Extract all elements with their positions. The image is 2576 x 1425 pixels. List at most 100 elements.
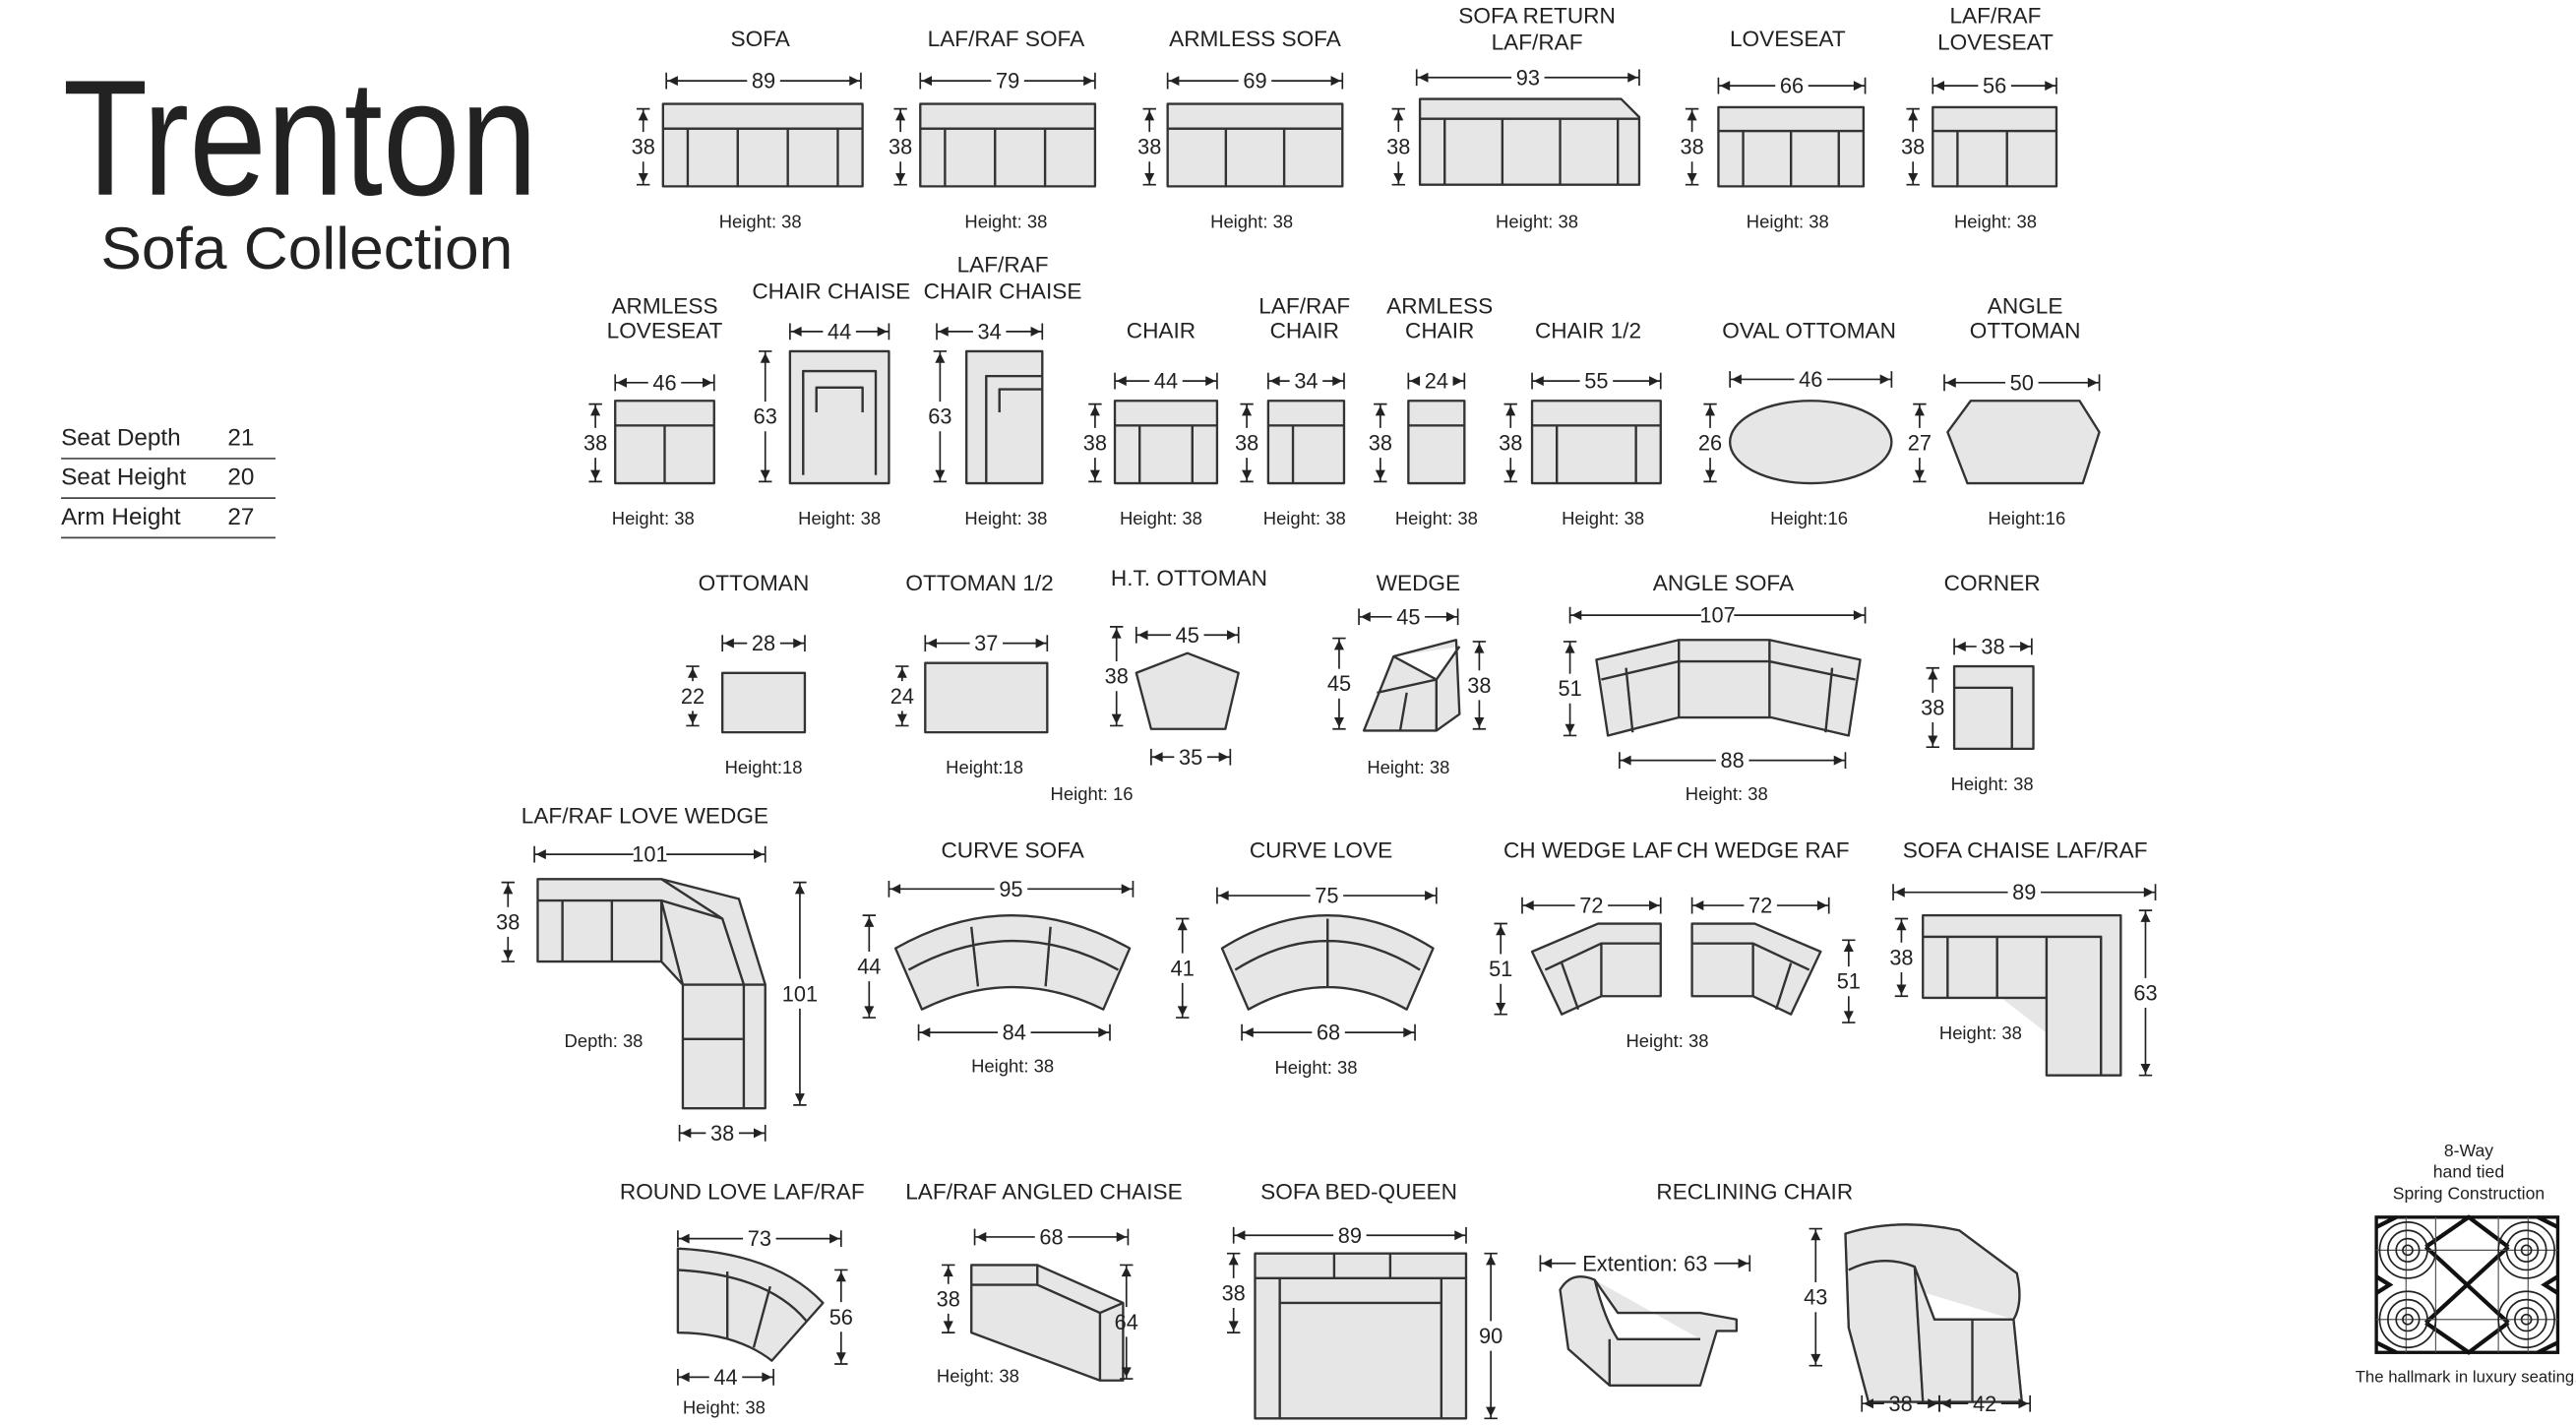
- dimension-d2: 64: [1115, 1264, 1138, 1380]
- dimension-value: 88: [1721, 748, 1745, 773]
- dimension-value: 93: [1516, 65, 1540, 90]
- arrowhead-icon: [2018, 1398, 2029, 1409]
- dimension-w: 93: [1415, 65, 1640, 90]
- arrowhead-icon: [1933, 81, 1945, 92]
- dimension-value: 63: [754, 404, 777, 429]
- item-label: CURVE SOFA: [941, 837, 1084, 862]
- item-label: ARMLESS: [1386, 293, 1493, 318]
- dimension-w: 107: [1568, 603, 1867, 628]
- arrowhead-icon: [2087, 377, 2098, 388]
- dimension-value: 38: [1889, 945, 1913, 969]
- item-label: LOVESEAT: [1937, 30, 2054, 54]
- arrowhead-icon: [896, 667, 907, 678]
- arrowhead-icon: [791, 326, 802, 337]
- dimension-value: 38: [1386, 135, 1410, 159]
- dimension-d: 38: [1083, 403, 1107, 483]
- furniture-diagram: [1530, 400, 1662, 485]
- dimension-value: 34: [1294, 369, 1318, 394]
- dimension-value: 37: [974, 631, 998, 655]
- furniture-detail-lines: [1691, 942, 1810, 1010]
- item-height: Height: 38: [1120, 508, 1202, 528]
- arrowhead-icon: [590, 469, 601, 480]
- dimension-d: 38: [1137, 107, 1161, 186]
- dimension-w: 68: [973, 1224, 1130, 1249]
- furniture-diagram: [1595, 639, 1862, 737]
- dimension-value: 43: [1804, 1285, 1827, 1310]
- arrowhead-icon: [1810, 1230, 1821, 1241]
- arrowhead-icon: [1486, 1255, 1497, 1266]
- arrowhead-icon: [1810, 1353, 1821, 1364]
- arrowhead-icon: [1879, 374, 1890, 385]
- dimension-d: 38: [1222, 1252, 1246, 1333]
- dimension-value: 24: [1425, 369, 1448, 394]
- furniture-diagram: [1113, 400, 1219, 485]
- furniture-diagram: [676, 1247, 825, 1362]
- dimension-value: 38: [1921, 696, 1944, 720]
- arrowhead-icon: [835, 1271, 846, 1282]
- dimension-w2: 44: [677, 1365, 774, 1390]
- arrowhead-icon: [835, 1352, 846, 1363]
- arrowhead-icon: [1218, 891, 1229, 901]
- dimension-d: 51: [1558, 641, 1582, 737]
- furniture-diagram: [965, 349, 1044, 485]
- spec-value: 27: [227, 504, 254, 530]
- arrowhead-icon: [723, 638, 734, 649]
- furniture-diagram: [1135, 651, 1240, 730]
- item-label: ROUND LOVE LAF/RAF: [620, 1179, 865, 1204]
- furniture-detail-lines: [1601, 640, 1856, 733]
- arrowhead-icon: [1030, 326, 1041, 337]
- arrowhead-icon: [1843, 941, 1854, 953]
- dimension-value: 22: [681, 684, 705, 709]
- arrowhead-icon: [1218, 752, 1229, 763]
- arrowhead-icon: [1393, 110, 1404, 121]
- item-height: Height: 38: [937, 1365, 1019, 1386]
- furniture-diagram: [1407, 400, 1466, 485]
- spring-heading: 8-Way: [2444, 1141, 2493, 1160]
- arrowhead-icon: [793, 638, 804, 649]
- dimension-value: 44: [828, 319, 851, 343]
- arrowhead-icon: [679, 1372, 690, 1383]
- item-label: LAF/RAF: [957, 253, 1049, 278]
- dimension-value: 66: [1780, 74, 1804, 98]
- arrowhead-icon: [1333, 717, 1344, 728]
- arrowhead-icon: [1705, 405, 1716, 416]
- arrowhead-icon: [1410, 376, 1421, 387]
- furniture-detail-lines: [662, 127, 863, 187]
- item-height: Height: 38: [1496, 211, 1578, 231]
- dimension-value: 38: [632, 135, 655, 159]
- arrowhead-icon: [1928, 1398, 1938, 1409]
- furniture-detail-lines: [1954, 686, 2013, 749]
- dimension-value: 68: [1039, 1224, 1063, 1249]
- item-label: OTTOMAN: [1970, 319, 2081, 343]
- dimension-value: 38: [583, 431, 607, 456]
- arrowhead-icon: [1693, 900, 1704, 911]
- dimension-w: 55: [1531, 369, 1662, 394]
- arrowhead-icon: [1243, 1027, 1254, 1038]
- item-label: CH WEDGE LAF: [1503, 837, 1673, 862]
- item-height: Height: 38: [719, 211, 802, 231]
- dimension-d: 38: [1680, 107, 1704, 186]
- arrowhead-icon: [1853, 610, 1864, 621]
- furniture-detail-lines: [1545, 942, 1661, 1011]
- dimension-w: 37: [924, 631, 1049, 655]
- arrowhead-icon: [1486, 1406, 1497, 1417]
- spec-label: Seat Depth: [61, 425, 181, 452]
- dimension-d: 51: [1489, 922, 1512, 1016]
- dimension-d: 41: [1171, 917, 1195, 1019]
- arrowhead-icon: [1242, 405, 1253, 416]
- dimension-w: 38: [1953, 635, 2033, 659]
- dimension-value: 28: [752, 631, 775, 655]
- arrowhead-icon: [1111, 628, 1122, 639]
- dimension-w: 44: [1114, 369, 1218, 394]
